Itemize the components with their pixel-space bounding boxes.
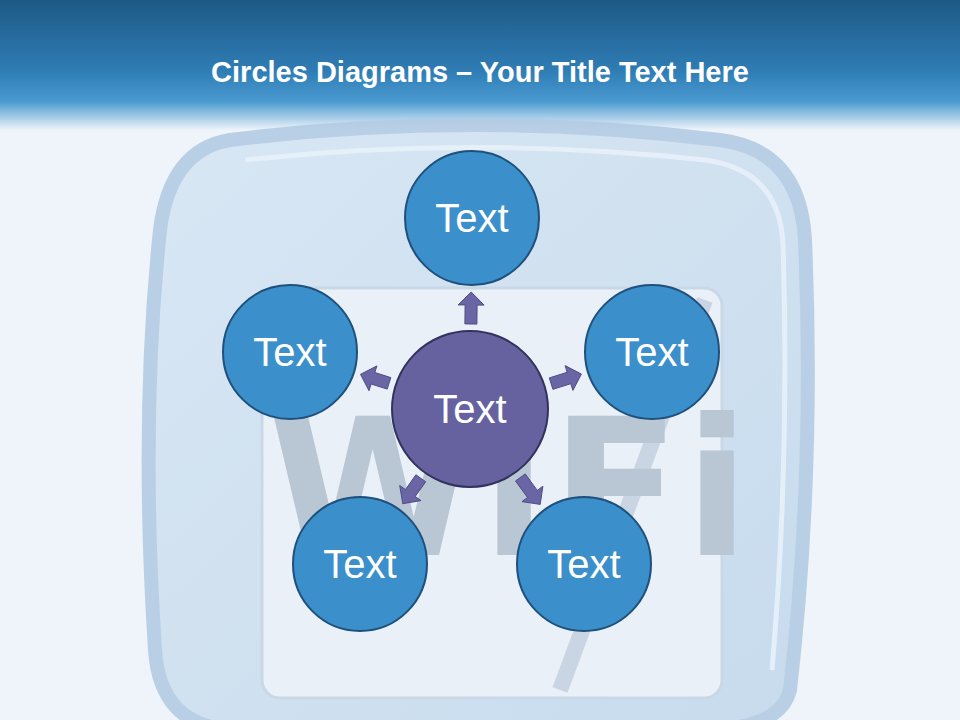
circle-label: Text	[435, 198, 508, 238]
block-arrow	[549, 366, 581, 391]
block-arrow	[516, 474, 543, 505]
circle-label: Text	[615, 332, 688, 372]
circle-label: Text	[433, 389, 506, 429]
block-arrow	[361, 366, 391, 391]
center-circle: Text	[391, 330, 549, 488]
outer-circle: Text	[584, 284, 720, 420]
outer-circle: Text	[516, 496, 652, 632]
circle-label: Text	[253, 332, 326, 372]
outer-circle: Text	[222, 284, 358, 420]
circle-label: Text	[547, 544, 620, 584]
block-arrow	[458, 292, 484, 324]
block-arrow	[400, 475, 426, 504]
slide-title: Circles Diagrams – Your Title Text Here	[0, 56, 960, 89]
circle-label: Text	[323, 544, 396, 584]
outer-circle: Text	[292, 496, 428, 632]
outer-circle: Text	[404, 150, 540, 286]
